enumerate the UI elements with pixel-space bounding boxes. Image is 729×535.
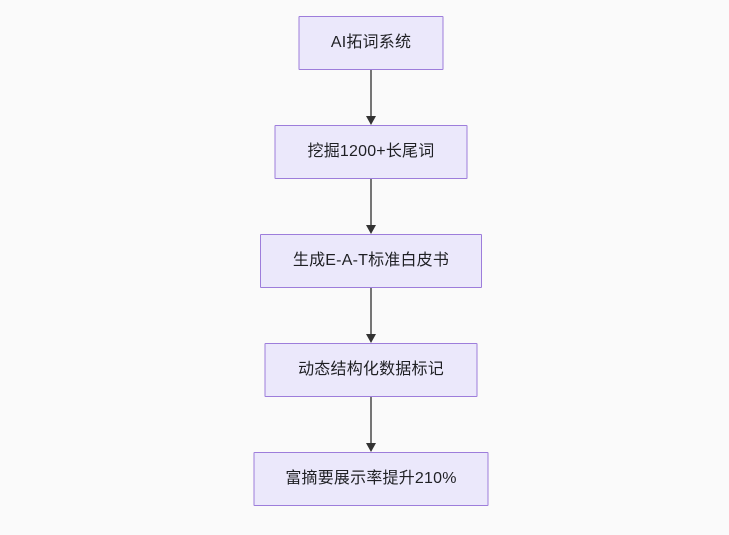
flow-node-4[interactable]: 动态结构化数据标记 [264,343,478,397]
flow-edge-2-to-3 [364,179,378,234]
flow-node-5[interactable]: 富摘要展示率提升210% [253,452,489,506]
flow-node-2[interactable]: 挖掘1200+长尾词 [274,125,468,179]
flow-node-label: AI拓词系统 [330,34,412,51]
flow-node-label: 挖掘1200+长尾词 [307,143,435,160]
edge-line [370,288,372,335]
flow-node-label: 生成E-A-T标准白皮书 [292,252,450,269]
edge-line [370,179,372,226]
flow-node-3[interactable]: 生成E-A-T标准白皮书 [260,234,482,288]
arrowhead-icon [366,334,376,343]
flow-edge-1-to-2 [364,70,378,125]
flow-node-1[interactable]: AI拓词系统 [298,16,444,70]
arrowhead-icon [366,443,376,452]
edge-line [370,70,372,117]
flow-node-label: 动态结构化数据标记 [298,361,444,378]
arrowhead-icon [366,116,376,125]
edge-line [370,397,372,444]
arrowhead-icon [366,225,376,234]
flow-node-label: 富摘要展示率提升210% [285,470,457,487]
flow-edge-3-to-4 [364,288,378,343]
flow-edge-4-to-5 [364,397,378,452]
